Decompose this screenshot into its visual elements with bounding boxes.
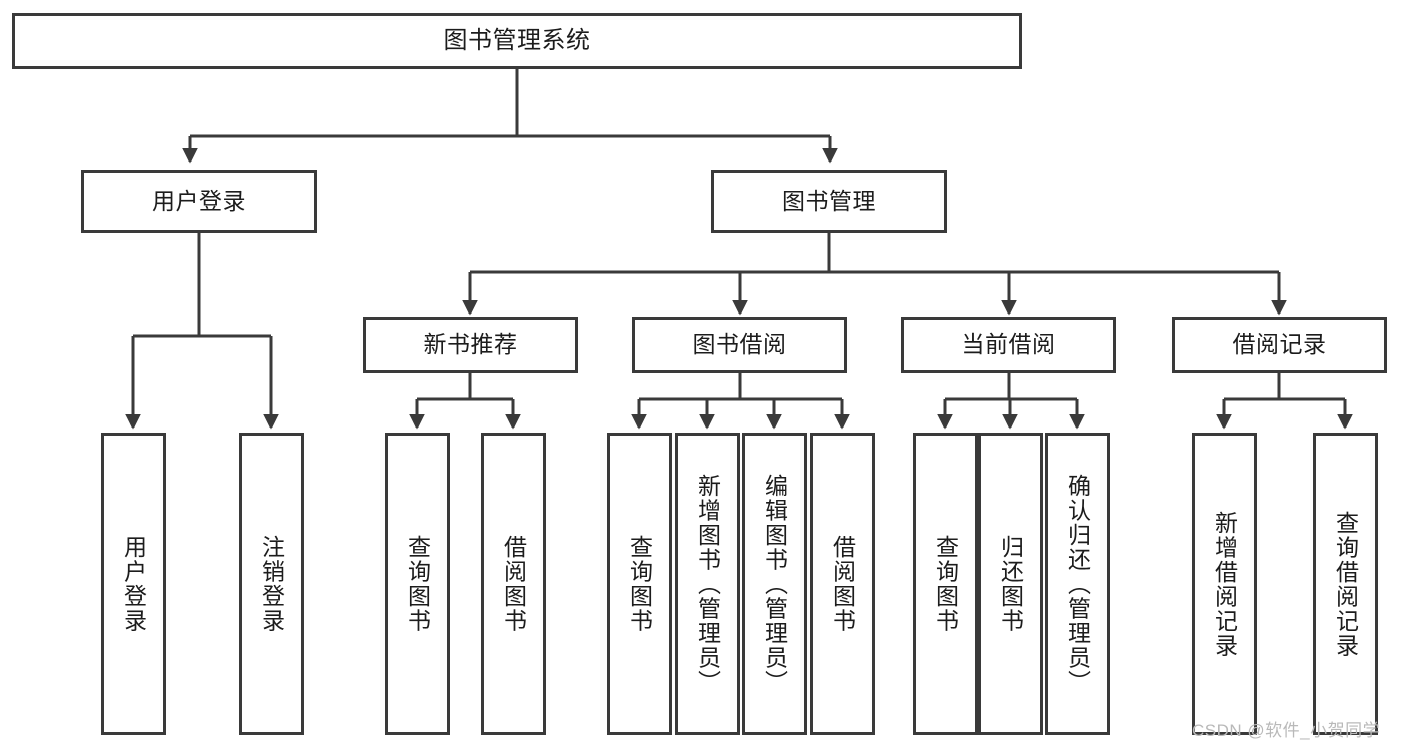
- node-leaf-add-book[interactable]: 新增图书（管理员）: [675, 433, 740, 735]
- node-leaf-query-book-2[interactable]: 查询图书: [607, 433, 672, 735]
- node-label: 编辑图书（管理员）: [761, 473, 788, 695]
- node-leaf-query-borrow-record[interactable]: 查询借阅记录: [1313, 433, 1378, 735]
- node-label: 新增借阅记录: [1211, 510, 1238, 658]
- csdn-watermark: CSDN @软件_小贺同学: [1192, 721, 1381, 740]
- node-leaf-query-book-1[interactable]: 查询图书: [385, 433, 450, 735]
- node-leaf-confirm-return[interactable]: 确认归还（管理员）: [1045, 433, 1110, 735]
- node-label: 用户登录: [120, 535, 147, 633]
- node-label: 注销登录: [258, 535, 285, 633]
- node-label: 借阅图书: [829, 535, 856, 633]
- node-book-borrow[interactable]: 图书借阅: [632, 317, 847, 373]
- node-label: 新增图书（管理员）: [694, 473, 721, 695]
- node-leaf-return-book[interactable]: 归还图书: [978, 433, 1043, 735]
- node-book-management[interactable]: 图书管理: [711, 170, 947, 233]
- node-label: 用户登录: [152, 187, 246, 214]
- node-borrow-record[interactable]: 借阅记录: [1172, 317, 1387, 373]
- node-label: 借阅记录: [1232, 331, 1327, 358]
- node-label: 图书管理: [782, 187, 876, 214]
- node-leaf-user-login[interactable]: 用户登录: [101, 433, 166, 735]
- node-label: 查询借阅记录: [1332, 510, 1359, 658]
- node-label: 归还图书: [997, 535, 1024, 633]
- node-label: 查询图书: [404, 535, 431, 633]
- node-label: 查询图书: [626, 535, 653, 633]
- node-leaf-edit-book[interactable]: 编辑图书（管理员）: [742, 433, 807, 735]
- node-leaf-borrow-book-2[interactable]: 借阅图书: [810, 433, 875, 735]
- node-label: 当前借阅: [961, 331, 1056, 358]
- node-label: 新书推荐: [423, 331, 518, 358]
- node-root-system[interactable]: 图书管理系统: [12, 13, 1022, 69]
- node-label: 借阅图书: [500, 535, 527, 633]
- node-leaf-borrow-book-1[interactable]: 借阅图书: [481, 433, 546, 735]
- node-label: 确认归还（管理员）: [1064, 473, 1091, 695]
- node-current-borrow[interactable]: 当前借阅: [901, 317, 1116, 373]
- node-label: 图书管理系统: [443, 26, 591, 54]
- node-leaf-query-book-3[interactable]: 查询图书: [913, 433, 978, 735]
- node-label: 图书借阅: [692, 331, 787, 358]
- node-label: 查询图书: [932, 535, 959, 633]
- node-new-book-recommend[interactable]: 新书推荐: [363, 317, 578, 373]
- node-leaf-add-borrow-record[interactable]: 新增借阅记录: [1192, 433, 1257, 735]
- node-leaf-logout-login[interactable]: 注销登录: [239, 433, 304, 735]
- node-user-login[interactable]: 用户登录: [81, 170, 317, 233]
